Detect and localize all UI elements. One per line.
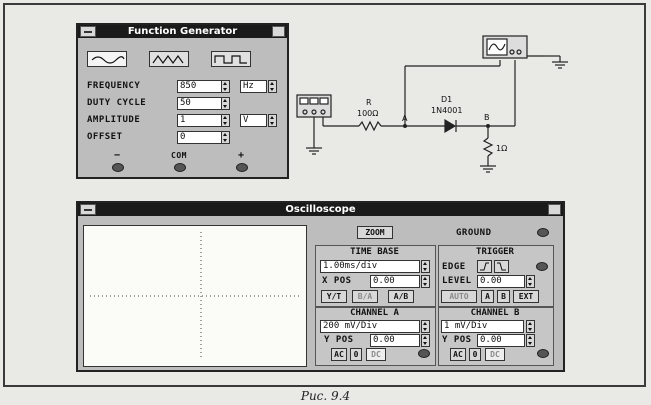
channel-a-dc-button[interactable]: DC [366,348,386,361]
channel-a-ypos-spinner[interactable] [421,334,430,347]
channel-b-ypos-spinner[interactable] [526,334,535,347]
terminal-plus[interactable] [236,163,248,172]
figure-frame [3,3,646,387]
sine-wave-button[interactable] [87,51,127,67]
resistor-b-value: 1Ω [496,144,508,153]
trigger-title: TRIGGER [476,247,514,257]
channel-b-title: CHANNEL B [470,308,520,318]
channel-a-zero-button[interactable]: 0 [350,348,362,361]
channel-a-scale-input[interactable]: 200 mV/Div [320,320,420,333]
frequency-input[interactable]: 850 [177,80,222,93]
duty-cycle-spinner[interactable] [221,97,230,110]
channel-a-ypos-label: Y POS [324,335,354,345]
frequency-unit-spinner[interactable] [268,80,277,93]
window-scroll-button[interactable] [272,26,285,37]
channel-a-ypos-input[interactable]: 0.00 [370,334,420,347]
mode-ab-button[interactable]: A/B [388,290,414,303]
edge-falling-button[interactable] [494,260,509,273]
duty-cycle-input[interactable]: 50 [177,97,222,110]
resistor-r-label: R [366,98,372,107]
terminal-minus-label: − [114,150,121,161]
channel-b-ac-button[interactable]: AC [450,348,466,361]
resistor-r-value: 100Ω [357,109,379,118]
sine-wave-icon [91,56,125,64]
offset-label: OFFSET [87,132,123,142]
x-pos-spinner[interactable] [421,275,430,288]
amplitude-unit-select[interactable]: V [240,114,267,127]
oscilloscope-title: Oscilloscope [285,204,356,215]
diode-name: D1 [441,95,453,104]
oscilloscope-screen [83,225,307,367]
channel-b-scale-spinner[interactable] [526,320,535,333]
ground-terminal[interactable] [537,228,549,237]
frequency-unit-select[interactable]: Hz [240,80,267,93]
mode-ba-button[interactable]: B/A [352,290,378,303]
x-pos-label: X POS [322,276,352,286]
triangle-wave-icon [152,54,184,65]
trigger-ext-terminal[interactable] [536,262,548,271]
terminal-com[interactable] [174,163,186,172]
duty-cycle-label: DUTY CYCLE [87,98,147,108]
channel-a-terminal[interactable] [418,349,430,358]
channel-b-terminal[interactable] [537,349,549,358]
figure-caption: Рис. 9.4 [300,389,351,403]
level-input[interactable]: 0.00 [477,275,525,288]
channel-b-zero-button[interactable]: 0 [469,348,481,361]
oscilloscope-grid [90,232,300,360]
channel-b-ypos-label: Y POS [442,335,472,345]
system-menu-button[interactable] [80,26,96,37]
time-base-spinner[interactable] [421,260,430,273]
node-a-label: A [402,114,408,123]
falling-edge-icon [497,262,506,271]
rising-edge-icon [480,262,489,271]
channel-b-scale-input[interactable]: 1 mV/Div [441,320,524,333]
terminal-com-label: COM [171,151,187,160]
amplitude-label: AMPLITUDE [87,115,141,125]
terminal-plus-label: + [238,150,245,161]
trigger-b-button[interactable]: B [497,290,510,303]
amplitude-input[interactable]: 1 [177,114,222,127]
trigger-ext-button[interactable]: EXT [513,290,539,303]
circuit-schematic [296,35,568,173]
node-b-label: B [484,113,490,122]
channel-a-scale-spinner[interactable] [421,320,430,333]
amplitude-spinner[interactable] [221,114,230,127]
function-generator-window: Function Generator FREQUENCY 850 Hz DUTY… [76,23,289,179]
channel-a-title: CHANNEL A [350,308,399,318]
frequency-spinner[interactable] [221,80,230,93]
channel-b-dc-button[interactable]: DC [485,348,505,361]
frequency-label: FREQUENCY [87,81,141,91]
offset-input[interactable]: 0 [177,131,222,144]
x-pos-input[interactable]: 0.00 [370,275,420,288]
oscilloscope-titlebar[interactable]: Oscilloscope [78,203,563,216]
edge-label: EDGE [442,262,466,272]
function-generator-titlebar[interactable]: Function Generator [78,25,287,38]
zoom-button[interactable]: ZOOM [357,226,393,239]
time-base-title: TIME BASE [350,247,399,257]
channel-b-ypos-input[interactable]: 0.00 [477,334,525,347]
level-label: LEVEL [442,276,472,286]
window-scroll-button[interactable] [548,204,561,215]
ground-label: GROUND [456,228,492,238]
diode-model: 1N4001 [431,106,463,115]
trigger-auto-button[interactable]: AUTO [441,290,477,303]
amplitude-unit-spinner[interactable] [268,114,277,127]
terminal-minus[interactable] [112,163,124,172]
offset-spinner[interactable] [221,131,230,144]
edge-rising-button[interactable] [477,260,492,273]
triangle-wave-button[interactable] [149,51,189,67]
time-base-input[interactable]: 1.00ms/div [320,260,420,273]
system-menu-button[interactable] [80,204,96,215]
square-wave-button[interactable] [211,51,251,67]
function-generator-title: Function Generator [127,26,238,37]
mode-yt-button[interactable]: Y/T [321,290,347,303]
level-spinner[interactable] [526,275,535,288]
square-wave-icon [214,55,247,64]
trigger-a-button[interactable]: A [481,290,494,303]
channel-a-ac-button[interactable]: AC [331,348,347,361]
